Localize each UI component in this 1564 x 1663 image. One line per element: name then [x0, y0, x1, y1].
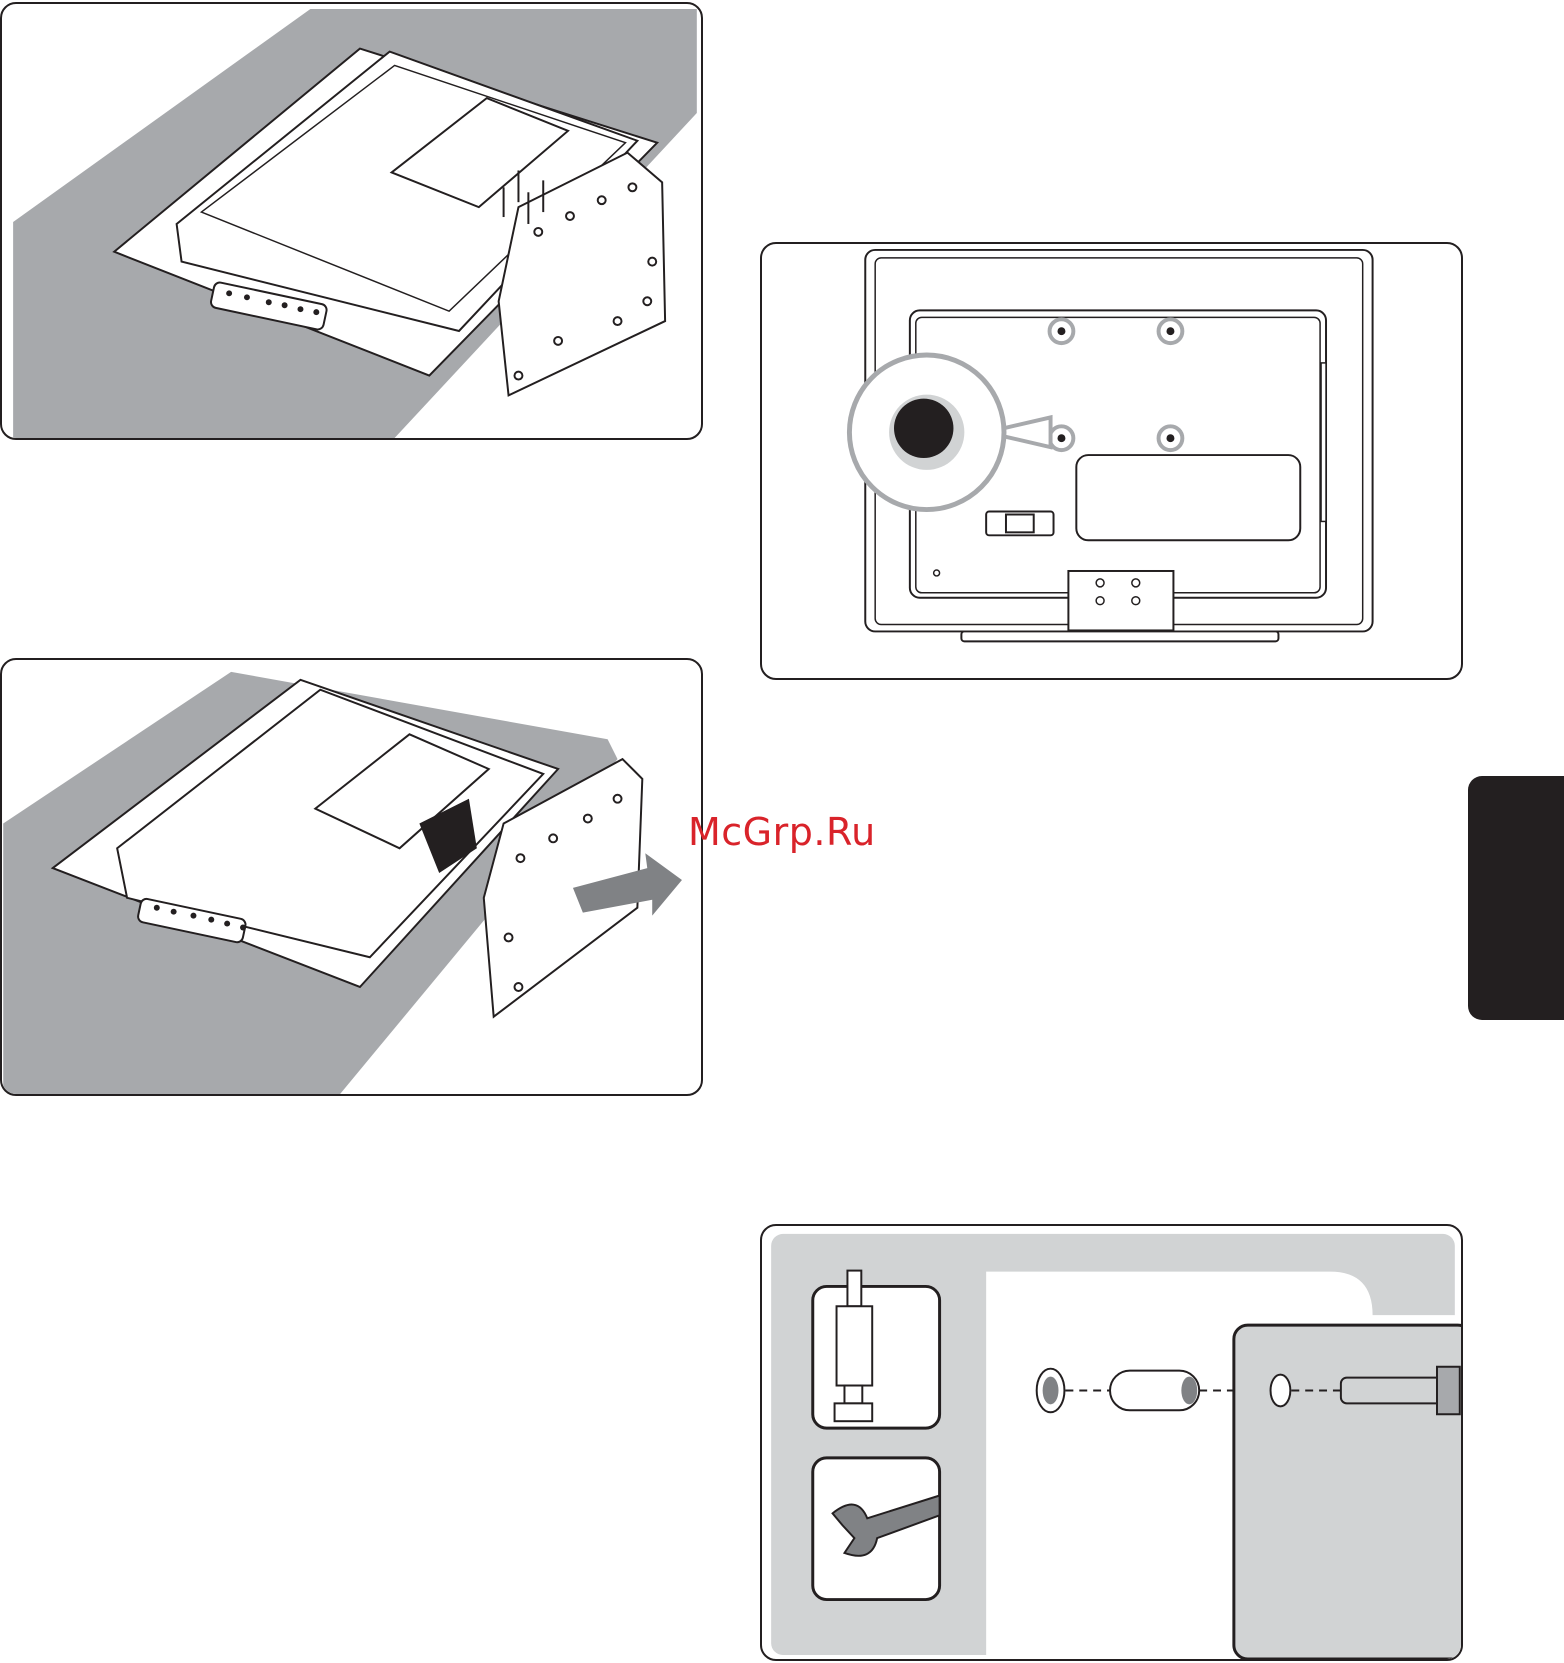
- wall-mount-illustration-panel: [760, 1224, 1463, 1661]
- stand-removal-illustration-panel: [0, 658, 703, 1096]
- watermark-text: McGrp.Ru: [688, 810, 876, 854]
- tv-back-mounting-holes-icon: [762, 244, 1461, 678]
- stand-screws-illustration-panel: [0, 2, 703, 440]
- wall-mount-bolt-assembly-icon: [762, 1226, 1461, 1659]
- tv-stand-screws-icon: [2, 4, 701, 438]
- side-section-tab: [1468, 776, 1564, 1020]
- tv-stand-removal-icon: [2, 660, 701, 1094]
- tv-back-illustration-panel: [760, 242, 1463, 680]
